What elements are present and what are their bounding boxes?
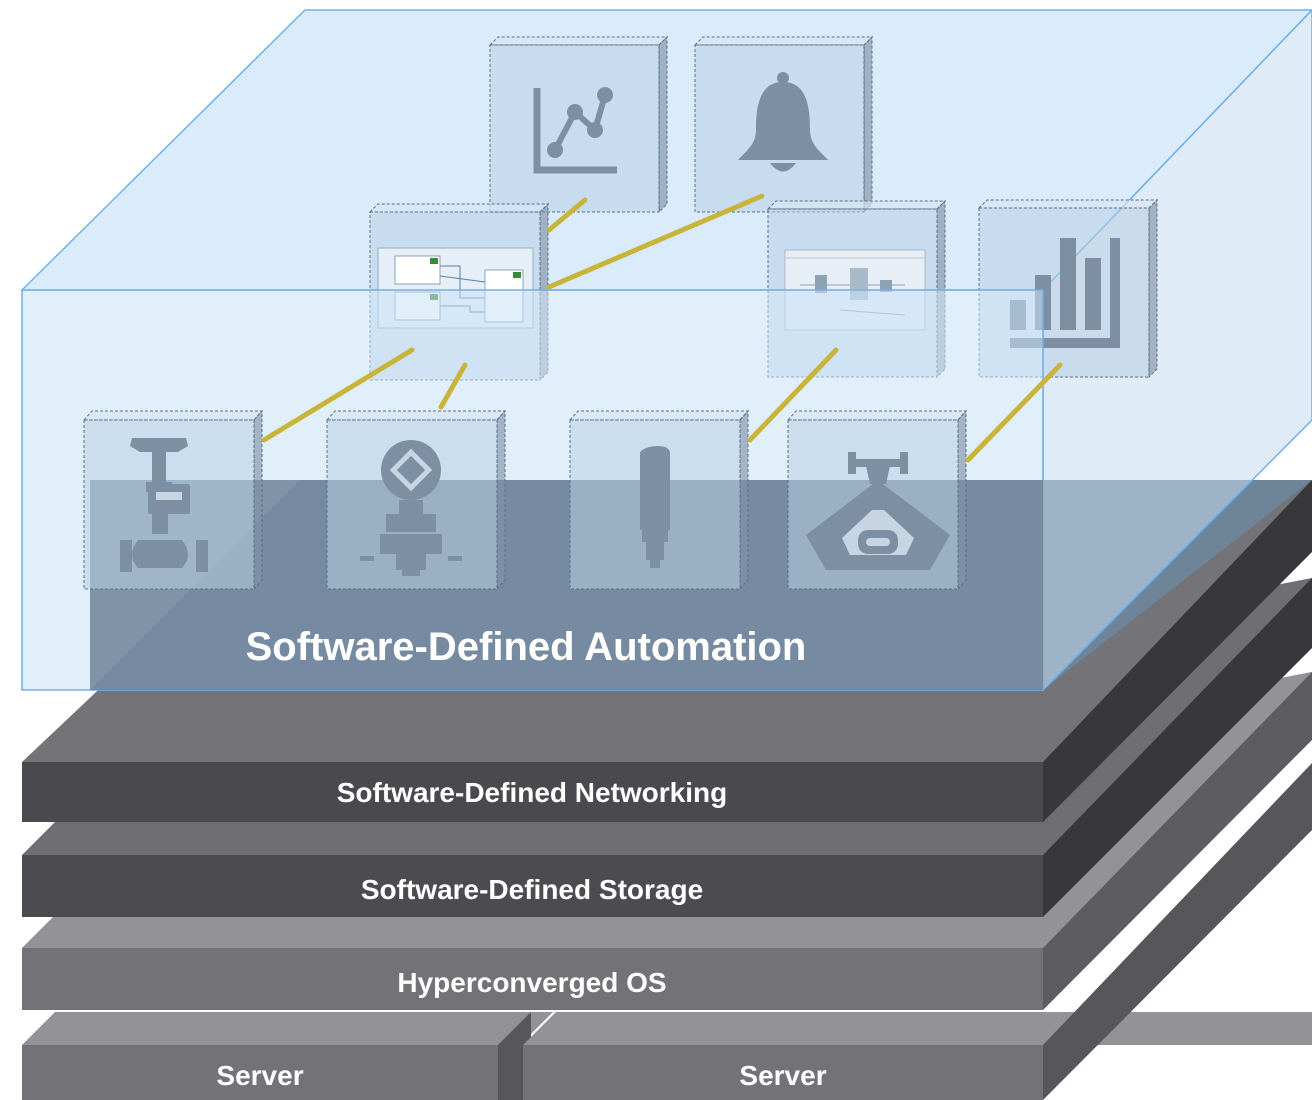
networking-layer-label: Software-Defined Networking xyxy=(337,777,727,808)
bell-icon xyxy=(738,72,828,172)
pressure-transmitter-node xyxy=(325,409,507,591)
alarm-node xyxy=(693,35,874,214)
temperature-sensor-node xyxy=(568,409,750,591)
bar-chart-icon xyxy=(1010,238,1120,348)
coriolis-flowmeter-icon xyxy=(806,452,950,570)
os-layer-label: Hyperconverged OS xyxy=(397,967,666,998)
server-right-label: Server xyxy=(739,1060,826,1091)
pressure-transmitter-icon xyxy=(360,440,462,576)
flow-meter-node xyxy=(786,409,968,591)
server-layer xyxy=(22,763,1312,1100)
line-chart-icon xyxy=(533,87,617,174)
connections xyxy=(261,193,1063,463)
control-valve-icon xyxy=(120,438,208,572)
temperature-probe-icon xyxy=(640,446,670,568)
server-left-label: Server xyxy=(216,1060,303,1091)
trend-node xyxy=(488,35,669,214)
storage-layer-label: Software-Defined Storage xyxy=(361,874,703,905)
automation-layer-label: Software-Defined Automation xyxy=(246,625,807,669)
valve-node xyxy=(82,409,264,591)
